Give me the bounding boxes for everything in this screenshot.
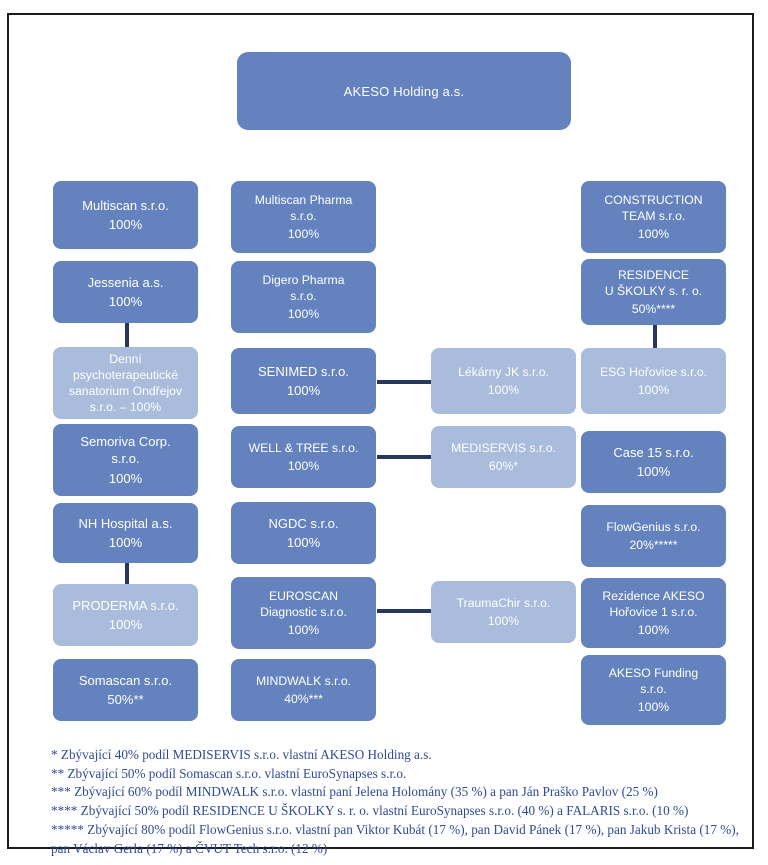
node-percentage: 100% — [637, 383, 670, 397]
chart-title: AKESO Holding a.s. — [237, 52, 571, 130]
node-label: ESG Hořovice s.r.o. — [599, 364, 707, 379]
node-percentage: 100% — [108, 217, 143, 232]
node-percentage: 100% — [286, 535, 321, 550]
node-percentage: 100% — [286, 383, 321, 398]
node-multiscan-pharma[interactable]: Multiscan Pharma s.r.o. 100% — [231, 181, 376, 253]
node-case-15[interactable]: Case 15 s.r.o. 100% — [581, 431, 726, 493]
node-semoriva-corp[interactable]: Semoriva Corp. s.r.o. 100% — [53, 424, 198, 496]
node-percentage: 60%* — [488, 459, 519, 473]
node-denni-psychoterapeuticke-sanatorium-ondrejov[interactable]: Denní psychoterapeutické sanatorium Ondř… — [53, 347, 198, 419]
footnotes: * Zbývající 40% podíl MEDISERVIS s.r.o. … — [51, 746, 741, 858]
node-label-line-1: Semoriva Corp. — [80, 434, 171, 450]
node-label: Lékárny JK s.r.o. — [458, 364, 549, 379]
node-label-line-1: Rezidence AKESO — [602, 588, 705, 603]
footnote-3: *** Zbývající 60% podíl MINDWALK s.r.o. … — [51, 784, 658, 800]
node-label-line-2: s.r.o. — [290, 288, 317, 303]
node-label-line-2: s.r.o. — [640, 681, 667, 696]
node-percentage: 100% — [108, 535, 143, 550]
node-percentage: 50%** — [107, 692, 144, 707]
node-label-line-1: AKESO Funding — [608, 665, 699, 680]
node-percentage: 100% — [108, 294, 143, 309]
node-well-and-tree[interactable]: WELL & TREE s.r.o. 100% — [231, 426, 376, 488]
node-percentage: 100% — [487, 383, 520, 397]
connector-senimed-to-lekarny — [377, 380, 431, 384]
node-percentage: s.r.o. – 100% — [89, 400, 162, 415]
node-senimed[interactable]: SENIMED s.r.o. 100% — [231, 348, 376, 414]
node-esg-horovice[interactable]: ESG Hořovice s.r.o. 100% — [581, 348, 726, 414]
node-label-line-1: Multiscan Pharma — [254, 192, 353, 207]
node-lekarny-jk[interactable]: Lékárny JK s.r.o. 100% — [431, 348, 576, 414]
node-percentage: 100% — [637, 227, 670, 242]
node-label: NH Hospital a.s. — [78, 515, 173, 531]
node-somascan[interactable]: Somascan s.r.o. 50%** — [53, 659, 198, 721]
node-proderma[interactable]: PRODERMA s.r.o. 100% — [53, 584, 198, 646]
node-label-line-2: s.r.o. — [111, 451, 140, 467]
node-label-line-1: Denní — [109, 351, 142, 366]
node-euroscan-diagnostic[interactable]: EUROSCAN Diagnostic s.r.o. 100% — [231, 577, 376, 649]
node-percentage: 20%***** — [629, 538, 678, 552]
node-label-line-2: U ŠKOLKY s. r. o. — [604, 283, 703, 298]
footnote-5: ***** Zbývající 80% podíl FlowGenius s.r… — [51, 821, 739, 856]
node-percentage: 100% — [487, 614, 520, 628]
node-label: MEDISERVIS s.r.o. — [451, 440, 556, 455]
node-multiscan[interactable]: Multiscan s.r.o. 100% — [53, 181, 198, 249]
node-label-line-3: sanatorium Ondřejov — [68, 384, 183, 398]
node-label-line-2: Diagnostic s.r.o. — [260, 604, 347, 619]
node-percentage: 100% — [108, 617, 143, 632]
node-label-line-1: CONSTRUCTION — [604, 192, 703, 207]
node-label: Case 15 s.r.o. — [613, 444, 694, 460]
node-mediservis[interactable]: MEDISERVIS s.r.o. 60%* — [431, 426, 576, 488]
node-percentage: 100% — [636, 464, 671, 479]
node-label: MINDWALK s.r.o. — [255, 673, 352, 688]
node-traumachir[interactable]: TraumaChir s.r.o. 100% — [431, 581, 576, 643]
node-label-line-2: psychoterapeutické — [72, 367, 178, 382]
node-digero-pharma[interactable]: Digero Pharma s.r.o. 100% — [231, 261, 376, 333]
node-label-line-2: s.r.o. — [290, 208, 317, 223]
node-label-line-1: RESIDENCE — [617, 267, 690, 282]
chart-frame: AKESO Holding a.s. Multiscan s.r.o. 100%… — [7, 13, 754, 856]
node-label: FlowGenius s.r.o. — [606, 519, 701, 534]
node-jessenia[interactable]: Jessenia a.s. 100% — [53, 261, 198, 323]
node-label-line-1: EUROSCAN — [268, 588, 339, 603]
footnote-4: **** Zbývající 50% podíl RESIDENCE U ŠKO… — [51, 803, 689, 819]
node-label: SENIMED s.r.o. — [257, 363, 350, 379]
node-percentage: 100% — [287, 623, 320, 638]
node-label-line-2: Hořovice 1 s.r.o. — [609, 604, 698, 619]
node-percentage: 100% — [108, 470, 143, 486]
footnote-1: * Zbývající 40% podíl MEDISERVIS s.r.o. … — [51, 747, 432, 762]
node-mindwalk[interactable]: MINDWALK s.r.o. 40%*** — [231, 659, 376, 721]
chart-title-text: AKESO Holding a.s. — [343, 83, 465, 99]
node-percentage: 100% — [637, 700, 670, 715]
node-flowgenius[interactable]: FlowGenius s.r.o. 20%***** — [581, 505, 726, 567]
node-label-line-2: TEAM s.r.o. — [621, 208, 686, 223]
node-percentage: 100% — [287, 227, 320, 242]
node-residence-u-skolky[interactable]: RESIDENCE U ŠKOLKY s. r. o. 50%**** — [581, 259, 726, 325]
connector-jessenia-to-sanatorium — [125, 323, 129, 347]
footnote-2: ** Zbývající 50% podíl Somascan s.r.o. v… — [51, 765, 407, 781]
node-percentage: 100% — [287, 459, 320, 473]
connector-residence-to-esg — [653, 325, 657, 348]
node-percentage: 100% — [287, 307, 320, 322]
node-label: PRODERMA s.r.o. — [72, 597, 179, 613]
node-label: Jessenia a.s. — [87, 274, 164, 290]
node-percentage: 40%*** — [284, 692, 323, 706]
node-label: Multiscan s.r.o. — [82, 197, 169, 213]
connector-nh-hospital-to-proderma — [125, 562, 129, 584]
node-label-line-1: Digero Pharma — [262, 272, 345, 287]
connector-euroscan-to-traumachir — [377, 609, 431, 613]
node-label: WELL & TREE s.r.o. — [248, 440, 359, 455]
connector-welltree-to-mediservis — [377, 455, 431, 459]
node-rezidence-akeso-horovice-1[interactable]: Rezidence AKESO Hořovice 1 s.r.o. 100% — [581, 578, 726, 648]
node-construction-team[interactable]: CONSTRUCTION TEAM s.r.o. 100% — [581, 181, 726, 253]
node-percentage: 100% — [637, 623, 670, 638]
node-ngdc[interactable]: NGDC s.r.o. 100% — [231, 502, 376, 564]
node-label: NGDC s.r.o. — [268, 515, 339, 531]
node-label: Somascan s.r.o. — [78, 672, 173, 688]
node-akeso-funding[interactable]: AKESO Funding s.r.o. 100% — [581, 655, 726, 725]
node-percentage: 50%**** — [631, 302, 676, 317]
node-label: TraumaChir s.r.o. — [456, 595, 551, 610]
node-nh-hospital[interactable]: NH Hospital a.s. 100% — [53, 503, 198, 563]
